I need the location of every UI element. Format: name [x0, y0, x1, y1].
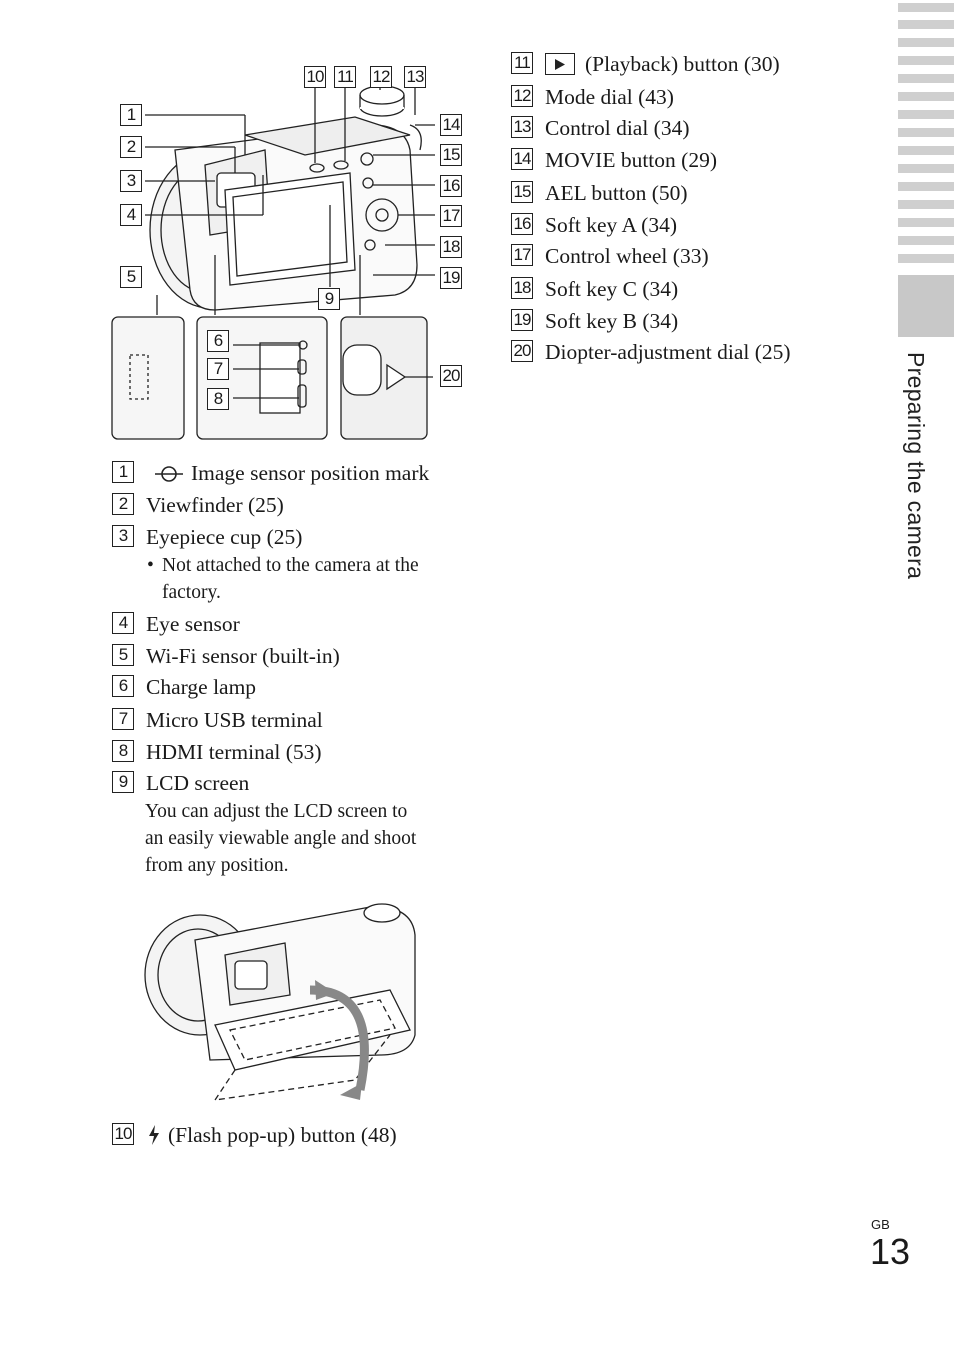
callout-13: 13 [404, 66, 426, 88]
thumb-index-bar [898, 146, 954, 155]
item-number: 19 [511, 309, 533, 331]
item-text: HDMI terminal (53) [146, 740, 322, 764]
item-text: Viewfinder (25) [146, 493, 284, 517]
item-text: Control dial (34) [545, 116, 690, 140]
item-number: 15 [511, 181, 533, 203]
tilting-lcd-illustration [144, 903, 416, 1101]
callout-18: 18 [440, 236, 462, 258]
callout-10: 10 [304, 66, 326, 88]
callout-11: 11 [334, 66, 356, 88]
item-number: 2 [112, 493, 134, 515]
item-text: AEL button (50) [545, 181, 688, 205]
item-text: Eyepiece cup (25) [146, 525, 303, 549]
thumb-index-bar [898, 182, 954, 191]
callout-15: 15 [440, 144, 462, 166]
item-number: 11 [511, 52, 533, 74]
thumb-index-bar [898, 74, 954, 83]
thumb-index-bar [898, 92, 954, 101]
item-number: 20 [511, 340, 533, 362]
callout-12: 12 [370, 66, 392, 88]
thumb-index-bar [898, 38, 954, 47]
lcd-note-line-2: an easily viewable angle and shoot [145, 828, 417, 849]
item-text: Image sensor position mark [191, 461, 430, 485]
item-text: Charge lamp [146, 675, 257, 699]
item-number: 12 [511, 85, 533, 107]
callout-20: 20 [440, 365, 462, 387]
item-number: 9 [112, 771, 134, 793]
lcd-note-line-1: You can adjust the LCD screen to [145, 801, 408, 822]
page-number: 13 [870, 1231, 911, 1272]
callout-1: 1 [120, 104, 142, 126]
thumb-index-bar [898, 128, 954, 137]
callout-2: 2 [120, 136, 142, 158]
camera-rear-diagram [111, 85, 435, 440]
callout-5: 5 [120, 266, 142, 288]
thumb-index-bar [898, 218, 954, 227]
item-text: Soft key A (34) [545, 213, 677, 237]
eyecup-note-line-2: factory. [162, 582, 221, 603]
callout-16: 16 [440, 175, 462, 197]
callout-7: 7 [207, 358, 229, 380]
eyecup-note-line-1: Not attached to the camera at the [162, 555, 419, 576]
region-code: GB [871, 1217, 890, 1232]
item-text: (Flash pop-up) button (48) [168, 1123, 397, 1147]
item-number: 14 [511, 148, 533, 170]
item-number: 13 [511, 116, 533, 138]
thumb-index-bar [898, 254, 954, 263]
thumb-index-active [898, 275, 954, 337]
item-text: MOVIE button (29) [545, 148, 717, 172]
item-number: 10 [112, 1123, 134, 1145]
callout-3: 3 [120, 170, 142, 192]
callout-4: 4 [120, 204, 142, 226]
item-text: (Playback) button (30) [585, 52, 780, 76]
item-number: 8 [112, 740, 134, 762]
item-number: 17 [511, 244, 533, 266]
item-text: LCD screen [146, 771, 250, 795]
callout-8: 8 [207, 388, 229, 410]
item-text: Eye sensor [146, 612, 240, 636]
playback-icon [545, 53, 575, 75]
item-number: 16 [511, 213, 533, 235]
item-text: Mode dial (43) [545, 85, 674, 109]
item-text: Wi-Fi sensor (built-in) [146, 644, 340, 668]
item-number: 1 [112, 461, 134, 483]
callout-17: 17 [440, 205, 462, 227]
thumb-index-bar [898, 200, 954, 209]
item-text: Diopter-adjustment dial (25) [545, 340, 791, 364]
item-number: 5 [112, 644, 134, 666]
callout-14: 14 [440, 114, 462, 136]
note-bullet: • [147, 555, 154, 576]
item-number: 7 [112, 708, 134, 730]
item-number: 3 [112, 525, 134, 547]
lcd-note-line-3: from any position. [145, 855, 289, 876]
item-number: 4 [112, 612, 134, 634]
thumb-index-bar [898, 236, 954, 245]
thumb-index-bar [898, 20, 954, 29]
thumb-index-bar [898, 56, 954, 65]
callout-6: 6 [207, 330, 229, 352]
item-text: Control wheel (33) [545, 244, 709, 268]
item-text: Soft key C (34) [545, 277, 679, 301]
item-text: Soft key B (34) [545, 309, 679, 333]
thumb-index-bar [898, 3, 954, 12]
item-number: 18 [511, 277, 533, 299]
callout-9: 9 [318, 288, 340, 310]
thumb-index-bar [898, 110, 954, 119]
section-tab-label: Preparing the camera [903, 352, 929, 580]
thumb-index-bar [898, 164, 954, 173]
item-number: 6 [112, 675, 134, 697]
flash-icon [148, 1124, 160, 1146]
item-text: Micro USB terminal [146, 708, 323, 732]
callout-19: 19 [440, 267, 462, 289]
sensor-position-mark-icon [152, 464, 186, 484]
